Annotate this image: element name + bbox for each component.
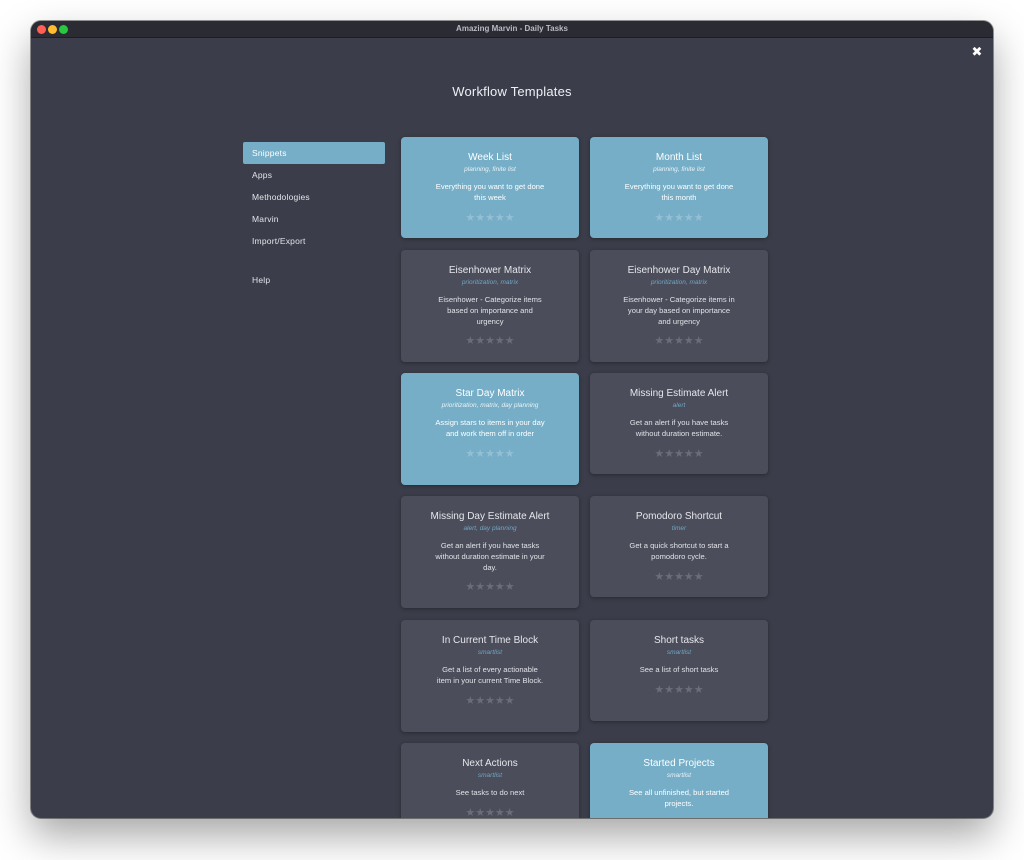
card-tags: prioritization, matrix	[461, 279, 519, 286]
title-bar: Amazing Marvin - Daily Tasks	[31, 21, 993, 38]
template-card-month-list[interactable]: Month List planning, finite list Everyth…	[590, 137, 768, 238]
template-card-eisenhower-matrix[interactable]: Eisenhower Matrix prioritization, matrix…	[401, 250, 579, 362]
card-description: Get an alert if you have tasks without d…	[435, 541, 545, 572]
template-card-week-list[interactable]: Week List planning, finite list Everythi…	[401, 137, 579, 238]
card-tags: smartlist	[477, 772, 503, 779]
card-title: In Current Time Block	[441, 635, 539, 646]
card-title: Missing Day Estimate Alert	[430, 511, 550, 522]
card-tags: smartlist	[477, 649, 503, 656]
card-title: Next Actions	[462, 758, 518, 769]
rating-stars[interactable]: ★★★★★	[465, 211, 515, 224]
close-icon[interactable]: ✖	[971, 44, 983, 59]
window-minimize-button[interactable]	[48, 25, 57, 34]
app-window: Amazing Marvin - Daily Tasks ✖ Workflow …	[31, 21, 993, 818]
sidebar-spacer	[243, 252, 385, 269]
card-description: See a list of short tasks	[639, 665, 719, 674]
card-title: Short tasks	[653, 635, 705, 646]
card-description: Everything you want to get done this wee…	[435, 182, 545, 202]
card-description: Get a list of every actionable item in y…	[436, 665, 544, 685]
rating-stars[interactable]: ★★★★★	[465, 694, 515, 707]
card-description: Get an alert if you have tasks without d…	[629, 418, 729, 438]
card-tags: smartlist	[666, 649, 692, 656]
rating-stars[interactable]: ★★★★★	[465, 806, 515, 818]
card-title: Star Day Matrix	[455, 388, 525, 399]
card-title: Month List	[655, 152, 703, 163]
sidebar-item-methodologies[interactable]: Methodologies	[252, 192, 310, 202]
rating-stars[interactable]: ★★★★★	[654, 211, 704, 224]
template-card-pomodoro-shortcut[interactable]: Pomodoro Shortcut timer Get a quick shor…	[590, 496, 768, 597]
rating-stars[interactable]: ★★★★★	[465, 581, 515, 594]
window-close-button[interactable]	[37, 25, 46, 34]
rating-stars[interactable]: ★★★★★	[465, 335, 515, 348]
template-card-started-projects[interactable]: Started Projects smartlist See all unfin…	[590, 743, 768, 818]
card-tags: timer	[671, 525, 687, 532]
sidebar-item-apps[interactable]: Apps	[252, 170, 273, 180]
sidebar-item-snippets[interactable]: Snippets	[243, 142, 385, 164]
sidebar-item-import-export[interactable]: Import/Export	[252, 236, 306, 246]
card-title: Week List	[468, 152, 512, 163]
template-card-missing-day-estimate-alert[interactable]: Missing Day Estimate Alert alert, day pl…	[401, 496, 579, 608]
card-tags: planning, finite list	[653, 166, 705, 173]
rating-stars[interactable]: ★★★★★	[654, 570, 704, 583]
card-description: Get a quick shortcut to start a pomodoro…	[629, 541, 729, 561]
card-description: Eisenhower - Categorize items in your da…	[623, 295, 735, 326]
page-title: Workflow Templates	[452, 84, 572, 99]
template-card-eisenhower-day-matrix[interactable]: Eisenhower Day Matrix prioritization, ma…	[590, 250, 768, 362]
card-tags: alert	[672, 402, 686, 409]
window-title: Amazing Marvin - Daily Tasks	[456, 24, 568, 33]
sidebar: Snippets Apps Methodologies Marvin Impor…	[243, 142, 385, 291]
template-card-short-tasks[interactable]: Short tasks smartlist See a list of shor…	[590, 620, 768, 721]
card-tags: prioritization, matrix	[650, 279, 708, 286]
rating-stars[interactable]: ★★★★★	[654, 447, 704, 460]
card-title: Eisenhower Matrix	[448, 265, 532, 276]
rating-stars[interactable]: ★★★★★	[465, 447, 515, 460]
card-tags: alert, day planning	[463, 525, 517, 532]
card-title: Eisenhower Day Matrix	[627, 265, 731, 276]
window-zoom-button[interactable]	[59, 25, 68, 34]
template-card-missing-estimate-alert[interactable]: Missing Estimate Alert alert Get an aler…	[590, 373, 768, 474]
card-title: Started Projects	[643, 758, 715, 769]
template-card-next-actions[interactable]: Next Actions smartlist See tasks to do n…	[401, 743, 579, 818]
template-card-star-day-matrix[interactable]: Star Day Matrix prioritization, matrix, …	[401, 373, 579, 485]
template-grid: Week List planning, finite list Everythi…	[401, 137, 771, 818]
rating-stars[interactable]: ★★★★★	[654, 335, 704, 348]
card-description: Everything you want to get done this mon…	[624, 182, 734, 202]
template-card-in-current-time-block[interactable]: In Current Time Block smartlist Get a li…	[401, 620, 579, 732]
card-title: Missing Estimate Alert	[629, 388, 729, 399]
sidebar-item-help[interactable]: Help	[252, 275, 271, 285]
card-tags: smartlist	[666, 772, 692, 779]
card-tags: prioritization, matrix, day planning	[441, 402, 539, 409]
card-description: Assign stars to items in your day and wo…	[435, 418, 545, 438]
card-description: Eisenhower - Categorize items based on i…	[438, 295, 542, 326]
card-tags: planning, finite list	[464, 166, 516, 173]
card-title: Pomodoro Shortcut	[635, 511, 723, 522]
rating-stars[interactable]: ★★★★★	[654, 683, 704, 696]
card-description: See tasks to do next	[455, 788, 525, 797]
sidebar-item-marvin[interactable]: Marvin	[252, 214, 279, 224]
card-description: See all unfinished, but started projects…	[628, 788, 730, 808]
